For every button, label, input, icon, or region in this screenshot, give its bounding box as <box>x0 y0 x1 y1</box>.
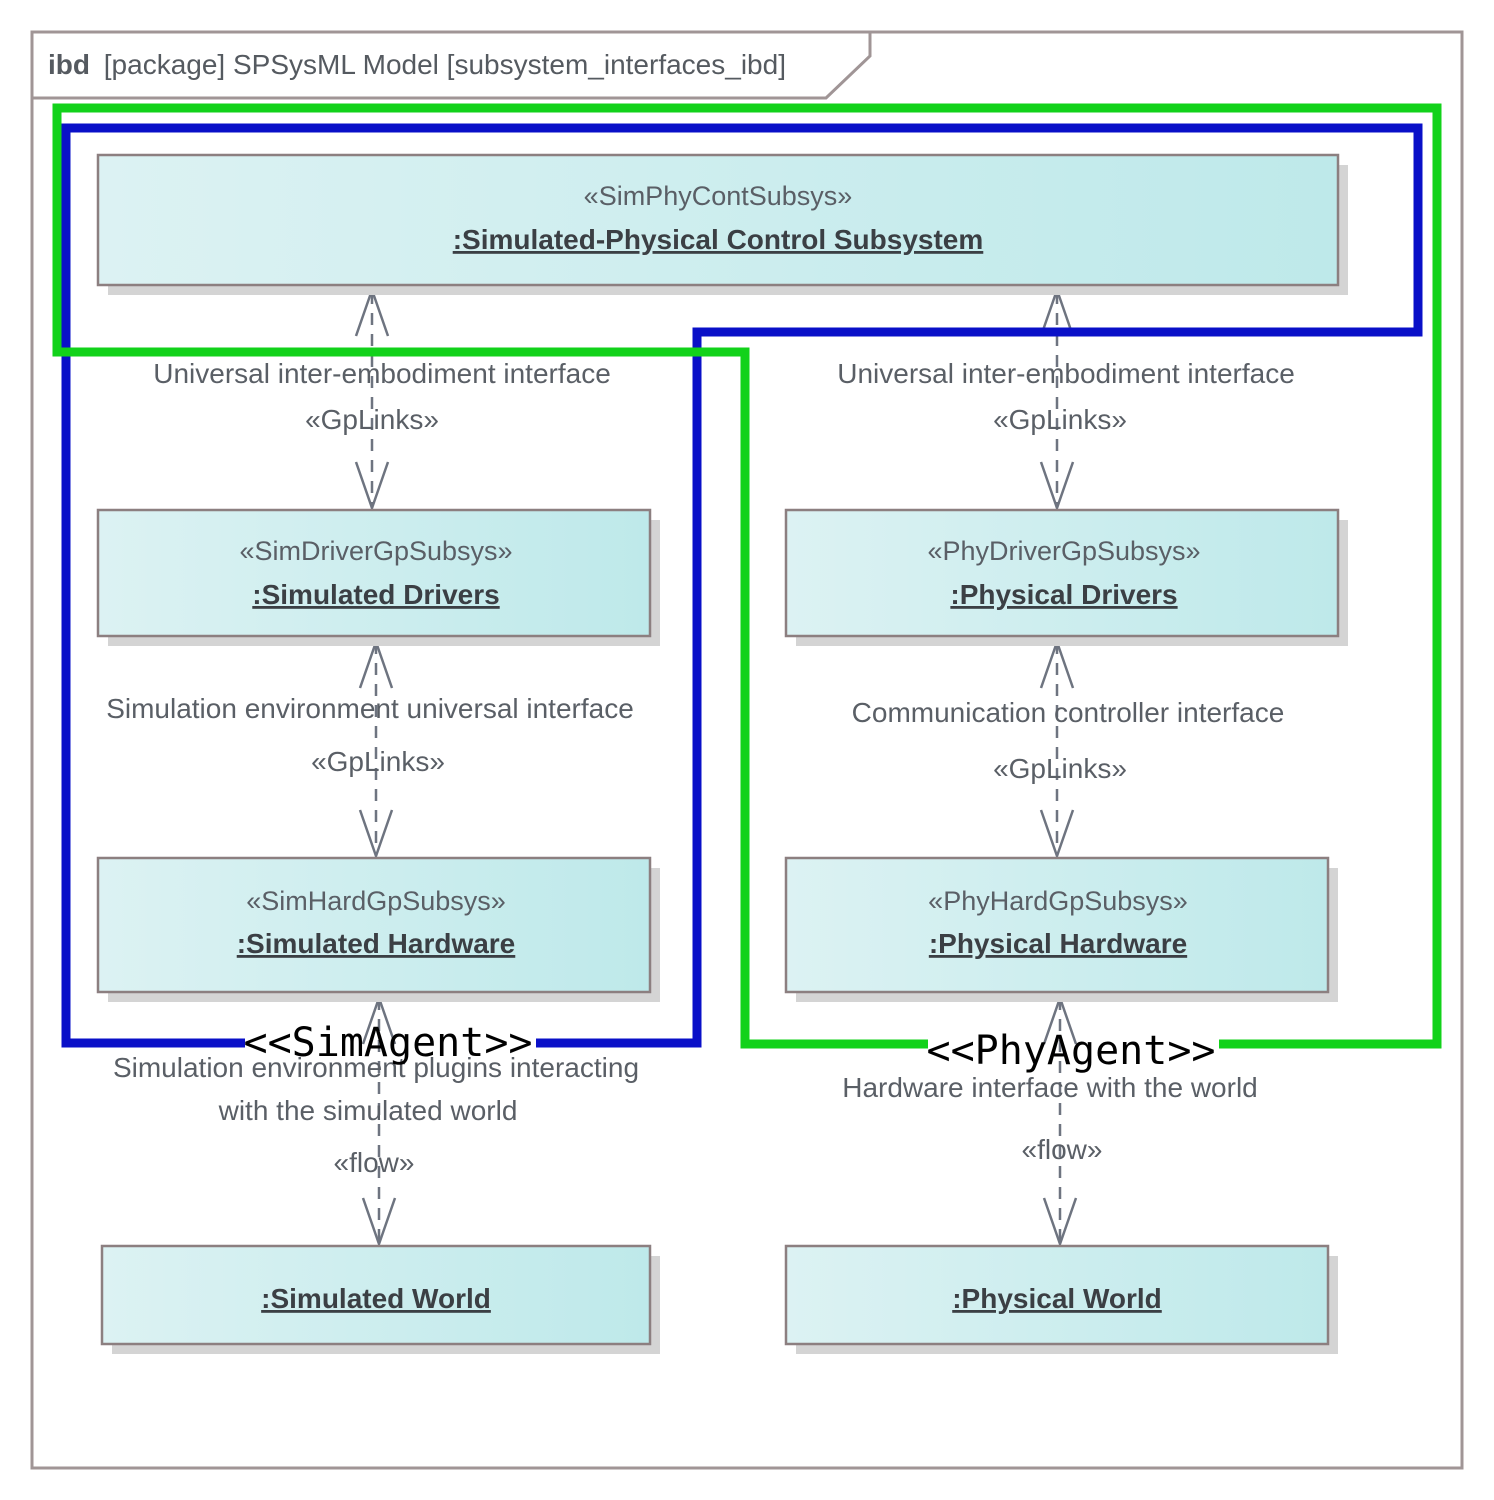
connector-labels: Universal inter-embodiment interface «Gp… <box>106 358 1295 1178</box>
phy-agent-label: <<PhyAgent>> <box>927 1028 1216 1074</box>
block-name: :Physical Drivers <box>950 579 1177 610</box>
block-stereotype: «SimPhyContSubsys» <box>584 181 853 211</box>
connector-label-line2: with the simulated world <box>218 1095 518 1126</box>
block-stereotype: «SimDriverGpSubsys» <box>239 536 512 566</box>
connector-label: Communication controller interface <box>852 697 1285 728</box>
connector-label: Universal inter-embodiment interface <box>153 358 611 389</box>
connector-stereotype: «GpLinks» <box>993 753 1127 784</box>
block-simulated-world[interactable]: :Simulated World <box>100 1244 660 1354</box>
arrowhead-down-icon <box>1039 809 1075 860</box>
connector-label: Simulation environment universal interfa… <box>106 693 634 724</box>
frame-title: [package] SPSysML Model [subsystem_inter… <box>104 49 786 80</box>
block-name: :Simulated World <box>261 1283 491 1314</box>
block-simulated-drivers[interactable]: «SimDriverGpSubsys» :Simulated Drivers <box>96 508 660 646</box>
phy-agent-boundary <box>52 103 1442 1049</box>
block-name: :Simulated Hardware <box>237 928 516 959</box>
block-physical-drivers[interactable]: «PhyDriverGpSubsys» :Physical Drivers <box>784 508 1348 646</box>
block-control-subsystem[interactable]: «SimPhyContSubsys» :Simulated-Physical C… <box>96 153 1348 295</box>
frame-kind: ibd <box>48 49 90 80</box>
connector-label: Universal inter-embodiment interface <box>837 358 1295 389</box>
block-physical-world[interactable]: :Physical World <box>784 1244 1338 1354</box>
agent-boundaries <box>52 103 1442 1049</box>
connector-stereotype: «GpLinks» <box>305 404 439 435</box>
block-stereotype: «PhyHardGpSubsys» <box>928 886 1188 916</box>
arrowhead-down-icon <box>358 809 394 860</box>
block-physical-hardware[interactable]: «PhyHardGpSubsys» :Physical Hardware <box>784 856 1338 1002</box>
block-stereotype: «PhyDriverGpSubsys» <box>927 536 1200 566</box>
block-name: :Simulated Drivers <box>252 579 499 610</box>
arrowhead-down-icon <box>1042 1197 1078 1248</box>
arrowhead-down-icon <box>1039 461 1075 512</box>
block-stereotype: «SimHardGpSubsys» <box>246 886 506 916</box>
connector-stereotype: «flow» <box>1022 1134 1103 1165</box>
connector-stereotype: «GpLinks» <box>993 404 1127 435</box>
connector-label-line1: Simulation environment plugins interacti… <box>113 1052 639 1083</box>
sim-agent-boundary <box>61 123 1423 1048</box>
connector-stereotype: «flow» <box>334 1147 415 1178</box>
sim-agent-label: <<SimAgent>> <box>244 1020 533 1066</box>
connector-label: Hardware interface with the world <box>842 1072 1258 1103</box>
frame-header: ibd [package] SPSysML Model [subsystem_i… <box>48 49 786 80</box>
arrowhead-down-icon <box>361 1197 397 1248</box>
block-simulated-hardware[interactable]: «SimHardGpSubsys» :Simulated Hardware <box>96 856 660 1002</box>
connector-stereotype: «GpLinks» <box>311 746 445 777</box>
block-name: :Physical World <box>952 1283 1162 1314</box>
block-name: :Simulated-Physical Control Subsystem <box>453 224 984 255</box>
block-name: :Physical Hardware <box>929 928 1187 959</box>
arrowhead-down-icon <box>354 461 390 512</box>
